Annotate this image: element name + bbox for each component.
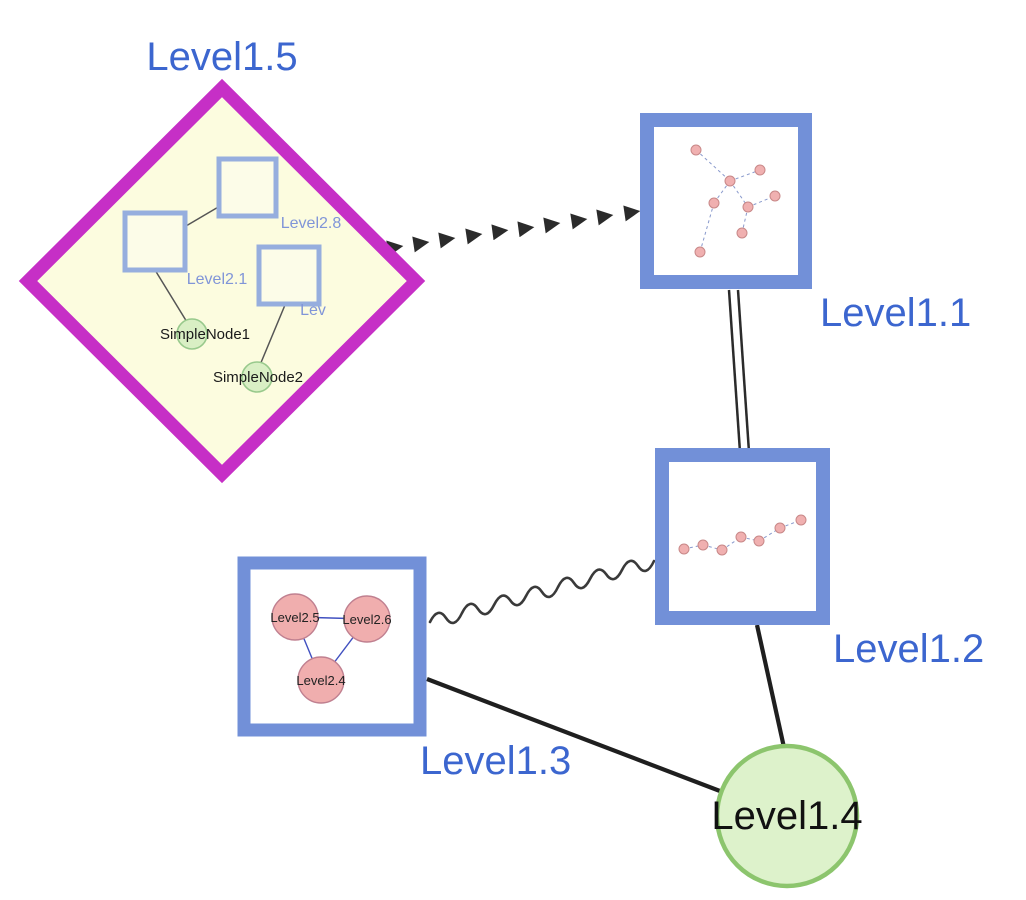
label-lev: Lev — [300, 302, 326, 319]
edge-level21-level28[interactable] — [185, 205, 221, 227]
level11-mini-nodes — [690, 144, 781, 258]
label-level13: Level1.3 — [420, 739, 571, 783]
node-simplenode1[interactable] — [176, 318, 208, 350]
node-level24[interactable] — [297, 656, 345, 704]
label-level14: Level1.4 — [711, 794, 862, 838]
label-level21: Level2.1 — [187, 271, 248, 288]
node-level21-square[interactable] — [122, 210, 188, 273]
edge-solid-level13-level14[interactable] — [426, 677, 734, 798]
node-lev-square[interactable] — [256, 244, 322, 307]
node-simplenode2[interactable] — [241, 361, 273, 393]
level12-mini-nodes — [678, 514, 807, 556]
edge-level21-simplenode1[interactable] — [154, 269, 191, 328]
edge-double-line-b[interactable] — [736, 289, 751, 453]
edge-solid-level12-level14[interactable] — [754, 624, 788, 753]
label-simplenode2: SimpleNode2 — [213, 369, 303, 386]
edge-double-line-a[interactable] — [727, 289, 742, 453]
node-level15-diamond[interactable] — [18, 78, 426, 484]
node-level13[interactable] — [237, 556, 427, 737]
node-level14[interactable] — [714, 743, 860, 889]
node-level28-square[interactable] — [216, 156, 279, 219]
edge-dashed-arrow-level15-level11[interactable] — [386, 205, 641, 257]
node-level26[interactable] — [343, 595, 391, 643]
label-level28: Level2.8 — [281, 215, 342, 232]
label-simplenode1: SimpleNode1 — [160, 326, 250, 343]
edge-lev-simplenode2[interactable] — [259, 304, 286, 366]
label-level12: Level1.2 — [833, 627, 984, 671]
node-level11[interactable] — [640, 113, 812, 289]
label-level24: Level2.4 — [296, 673, 345, 688]
edge-wavy-level13-level12[interactable] — [428, 559, 656, 625]
label-level15: Level1.5 — [146, 35, 297, 79]
label-level25: Level2.5 — [270, 610, 319, 625]
label-level26: Level2.6 — [342, 612, 391, 627]
node-level25[interactable] — [271, 593, 319, 641]
label-level11: Level1.1 — [820, 291, 971, 335]
